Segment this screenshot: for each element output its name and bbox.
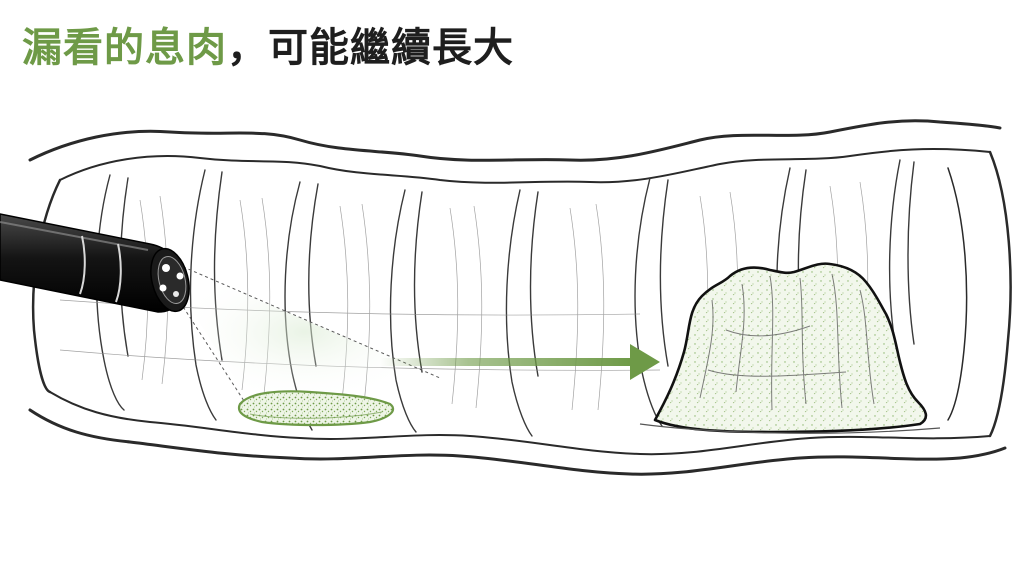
light-beam — [170, 261, 441, 405]
large-polyp — [639, 262, 941, 434]
colon-wall — [28, 119, 1012, 476]
small-polyp — [237, 390, 395, 427]
growth-arrow — [380, 344, 660, 380]
title-separator: ， — [227, 25, 268, 71]
page-title: 漏看的息肉，可能繼續長大 — [22, 24, 514, 72]
title-rest: 可能繼續長大 — [268, 25, 514, 71]
title-highlight: 漏看的息肉 — [22, 25, 227, 71]
endoscope — [0, 213, 190, 313]
